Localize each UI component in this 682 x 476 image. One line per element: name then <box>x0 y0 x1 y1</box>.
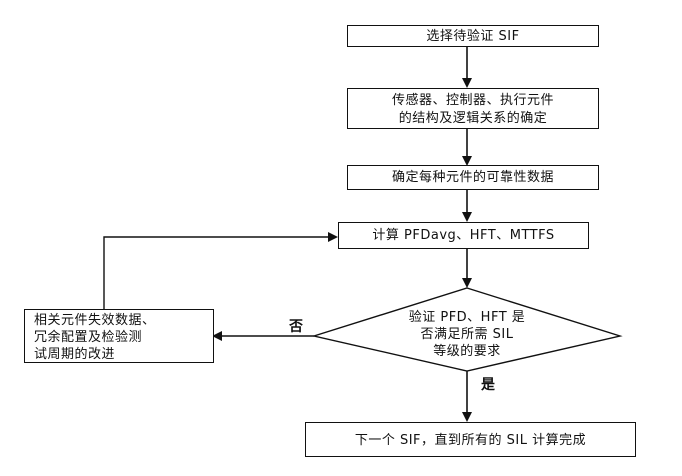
verify-text-line1: 验证 PFD、HFT 是 <box>408 310 526 325</box>
verify-text-line2: 否满足所需 SIL <box>420 327 514 342</box>
improvement-text-line1: 相关元件失效数据、 <box>34 313 156 328</box>
reliability-data-text: 确定每种元件的可靠性数据 <box>391 170 554 185</box>
structure-text-line1: 传感器、控制器、执行元件 <box>391 93 554 108</box>
compute-text: 计算 PFDavg、HFT、MTTFS <box>372 228 555 243</box>
structure-box: 传感器、控制器、执行元件 的结构及逻辑关系的确定 <box>347 88 599 129</box>
final-text: 下一个 SIF，直到所有的 SIL 计算完成 <box>354 433 587 448</box>
structure-text-line2: 的结构及逻辑关系的确定 <box>398 111 548 126</box>
improvement-text-line2: 冗余配置及检验测 <box>34 330 143 345</box>
select-sif-box: 选择待验证 SIF <box>347 25 599 47</box>
reliability-data-box: 确定每种元件的可靠性数据 <box>347 165 599 190</box>
select-sif-text: 选择待验证 SIF <box>426 29 520 44</box>
improvement-text-line3: 试周期的改进 <box>34 347 116 362</box>
arrow-improve-to-compute <box>103 232 338 309</box>
improvement-box: 相关元件失效数据、 冗余配置及检验测 试周期的改进 <box>24 309 214 363</box>
compute-box: 计算 PFDavg、HFT、MTTFS <box>338 222 589 249</box>
final-box: 下一个 SIF，直到所有的 SIL 计算完成 <box>305 422 636 457</box>
yes-label: 是 <box>481 377 495 393</box>
verify-text-line3: 等级的要求 <box>433 344 501 359</box>
no-label: 否 <box>289 319 303 335</box>
